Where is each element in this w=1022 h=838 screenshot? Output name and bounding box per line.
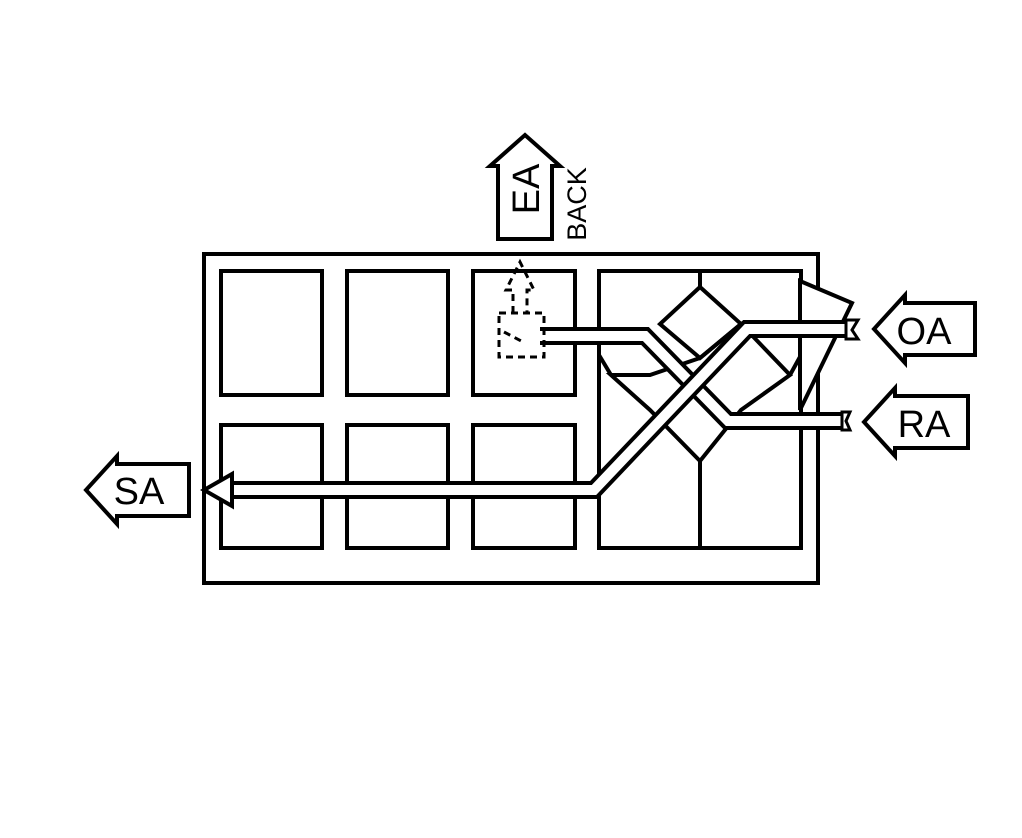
ea-arrow (484, 132, 566, 241)
oa-label: OA (897, 311, 953, 353)
sa-arrow (83, 450, 191, 530)
oa-arrow (871, 289, 977, 369)
compartment-top-1 (219, 269, 324, 397)
compartment-top-2 (345, 269, 450, 397)
back-label: BACK (562, 167, 592, 241)
supply-outlet-arrowhead (199, 470, 234, 510)
sa-label: SA (114, 471, 165, 513)
ea-label: EA (506, 163, 548, 214)
ra-arrow (861, 382, 970, 462)
ra-label: RA (898, 404, 951, 446)
outside-air-damper (798, 277, 855, 411)
airflow-paths (230, 320, 855, 499)
ra-inlet-flange (840, 410, 853, 432)
oa-inlet-flange (844, 318, 861, 341)
exhaust-fan-dashed (497, 258, 546, 359)
